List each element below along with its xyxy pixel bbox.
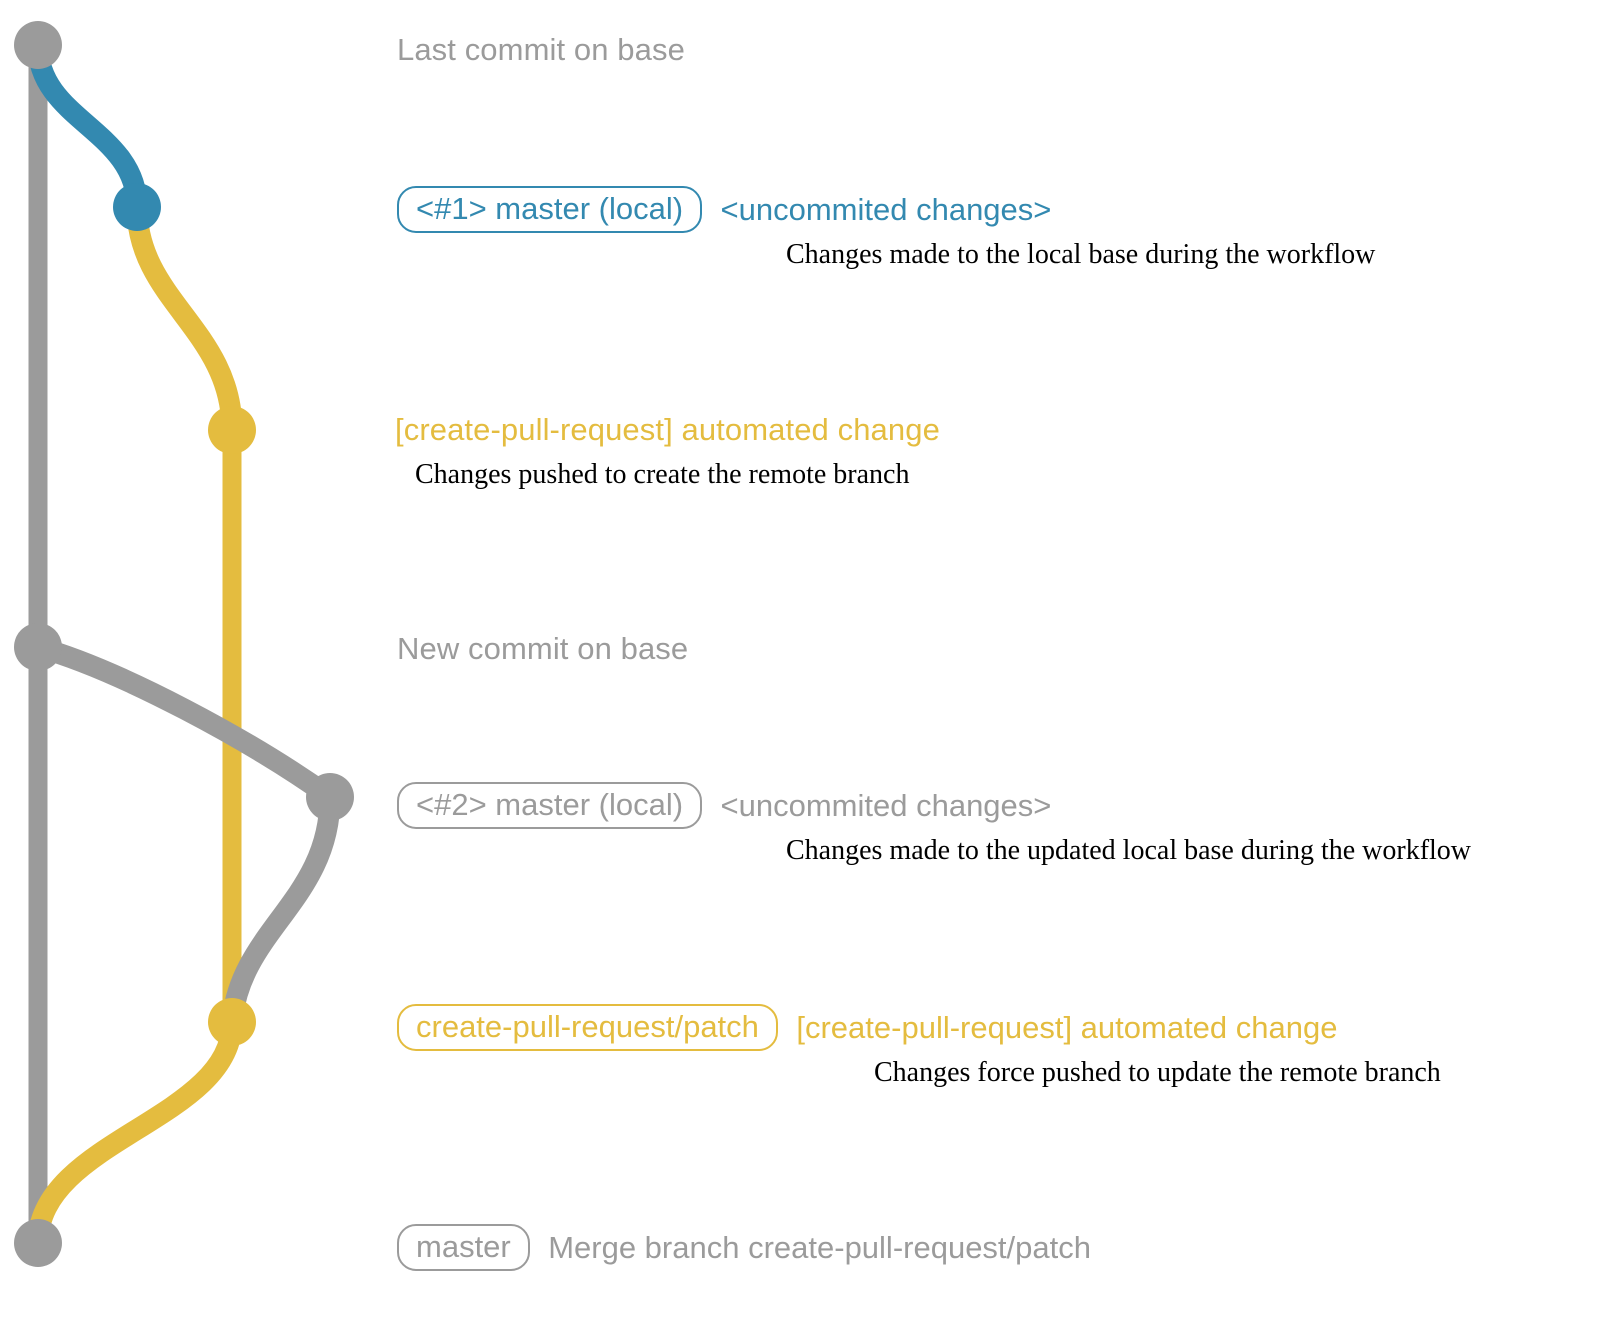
edge-local2-to-patch2 <box>221 786 341 1033</box>
row-local-1: <#1> master (local) <uncommited changes> <box>397 186 1051 233</box>
commit-node-master-merge[interactable] <box>14 1219 62 1267</box>
row-automated-change-1: [create-pull-request] automated change <box>395 412 940 447</box>
headline-new-commit-on-base: New commit on base <box>397 631 689 666</box>
branch-pill-local-1[interactable]: <#1> master (local) <box>397 186 703 233</box>
headline-automated-change-1: [create-pull-request] automated change <box>395 412 940 447</box>
description-automated-change-2: Changes force pushed to update the remot… <box>874 1057 1441 1088</box>
commit-node-base-new[interactable] <box>14 623 62 671</box>
row-last-commit-on-base: Last commit on base <box>397 32 685 67</box>
commit-node-patch-1[interactable] <box>208 406 256 454</box>
edge-base-to-local1 <box>27 34 148 218</box>
headline-merge: Merge branch create-pull-request/patch <box>548 1229 1091 1265</box>
row-merge: master Merge branch create-pull-request/… <box>397 1224 1091 1271</box>
description-local-1: Changes made to the local base during th… <box>786 239 1376 270</box>
edge-local1-to-patch1 <box>126 196 243 441</box>
branch-pill-local-2[interactable]: <#2> master (local) <box>397 782 703 829</box>
description-local-2: Changes made to the updated local base d… <box>786 835 1472 866</box>
branch-pill-master[interactable]: master <box>397 1224 530 1271</box>
edge-basenew-to-local2 <box>27 636 341 808</box>
commit-node-base-top[interactable] <box>14 21 62 69</box>
branch-graph-svg <box>14 21 354 1267</box>
commit-node-local-1[interactable] <box>113 183 161 231</box>
headline-local-2: <uncommited changes> <box>720 787 1052 823</box>
description-automated-change-1: Changes pushed to create the remote bran… <box>415 459 910 490</box>
row-new-commit-on-base: New commit on base <box>397 631 689 666</box>
commit-node-local-2[interactable] <box>306 773 354 821</box>
headline-local-1: <uncommited changes> <box>720 191 1052 227</box>
row-automated-change-2: create-pull-request/patch [create-pull-r… <box>397 1004 1337 1051</box>
edge-patch2-to-merge <box>27 1011 243 1254</box>
branch-pill-patch[interactable]: create-pull-request/patch <box>397 1004 778 1051</box>
commit-node-patch-2[interactable] <box>208 998 256 1046</box>
row-local-2: <#2> master (local) <uncommited changes> <box>397 782 1051 829</box>
headline-last-commit-on-base: Last commit on base <box>397 32 685 67</box>
headline-automated-change-2: [create-pull-request] automated change <box>796 1009 1338 1045</box>
